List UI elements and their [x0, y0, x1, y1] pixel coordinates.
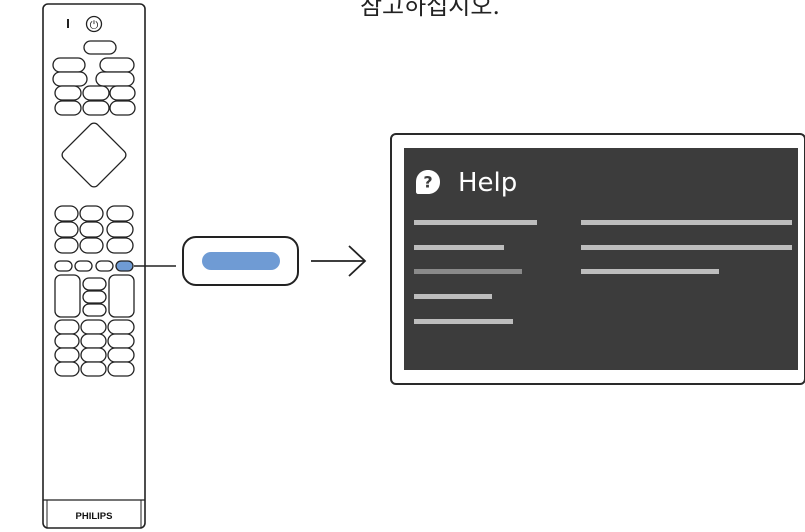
dpad[interactable]: [60, 121, 128, 189]
color-button-2[interactable]: [74, 260, 93, 272]
color-button-1[interactable]: [54, 260, 73, 272]
remote-brand-logo: PHILIPS: [75, 511, 113, 522]
menu-line-left-3: [414, 269, 522, 274]
color-button-blue[interactable]: [115, 260, 134, 272]
volume-rocker[interactable]: [54, 274, 81, 318]
menu-line-left-4: [414, 294, 492, 299]
tv-screen: [404, 148, 798, 370]
menu-line-left-5: [414, 319, 513, 324]
remote-led: [67, 19, 69, 28]
svg-text:?: ?: [423, 173, 432, 192]
help-title: Help: [458, 168, 518, 198]
content-line-right-1: [581, 220, 792, 225]
remote-button-group-lower: [54, 319, 135, 377]
remote-button-group-mid: [54, 85, 136, 116]
power-button[interactable]: [85, 15, 103, 33]
content-line-right-3: [581, 269, 719, 274]
menu-line-left-1: [414, 220, 537, 225]
power-icon: ⏻: [90, 19, 99, 32]
remote-button-group-upper: [52, 57, 135, 87]
help-question-icon: ?: [416, 170, 440, 194]
color-button-3[interactable]: [95, 260, 114, 272]
menu-line-left-2: [414, 245, 504, 250]
remote-button-grid: [54, 205, 134, 254]
instruction-caption: 참고하십시오.: [359, 0, 501, 20]
arrow-head: [348, 245, 367, 277]
callout-blue-button: [202, 252, 280, 270]
content-line-right-2: [581, 245, 792, 250]
remote-button-top[interactable]: [83, 40, 117, 55]
channel-rocker[interactable]: [108, 274, 135, 318]
